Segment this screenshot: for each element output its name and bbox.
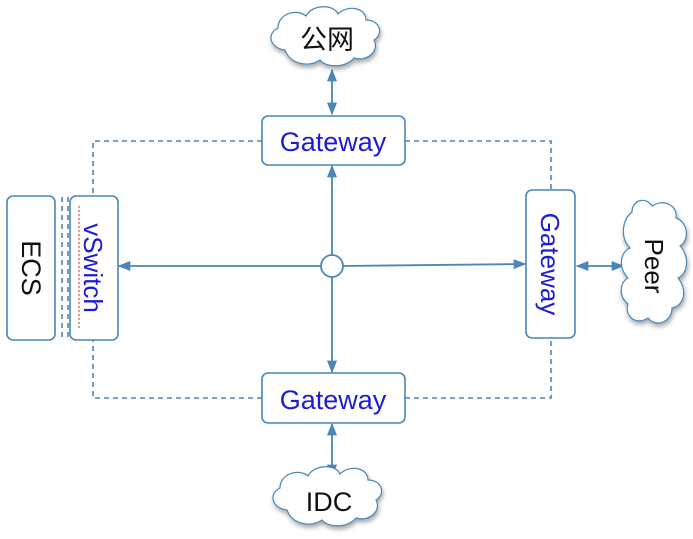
arrow-links: [117, 68, 625, 478]
vswitch-box: [69, 195, 119, 341]
gateway-bottom-label: Gateway: [280, 385, 387, 415]
peer-label: Peer: [639, 239, 669, 294]
hub-node: [320, 254, 344, 278]
link-hub-gateway-right: [342, 259, 527, 270]
cloud-peer-shape: [620, 199, 688, 324]
gateway-right-label: Gateway: [535, 213, 565, 316]
vswitch-label: vSwitch: [78, 223, 108, 313]
cloud-idc: [272, 466, 383, 527]
gateway-bottom-box: [261, 372, 406, 424]
dashed-link-bottom-right: [405, 338, 552, 399]
dashed-link-top-left: [92, 140, 262, 196]
gateway-top-box: [261, 115, 406, 166]
idc-label: IDC: [306, 487, 353, 517]
cloud-internet-shape: [270, 6, 381, 67]
ecs-label: ECS: [16, 240, 46, 296]
ecs-box: [6, 195, 56, 341]
dashed-link-top-right: [405, 140, 552, 190]
dashed-links: [61, 140, 552, 399]
gateway-right-box: [525, 189, 576, 339]
cloud-idc-shape: [272, 466, 383, 527]
gateway-top-label: Gateway: [280, 127, 387, 157]
cloud-internet: [270, 6, 381, 67]
cloud-peer: [620, 199, 688, 324]
dashed-link-bottom-left: [92, 340, 262, 399]
internet-label: 公网: [300, 25, 354, 55]
